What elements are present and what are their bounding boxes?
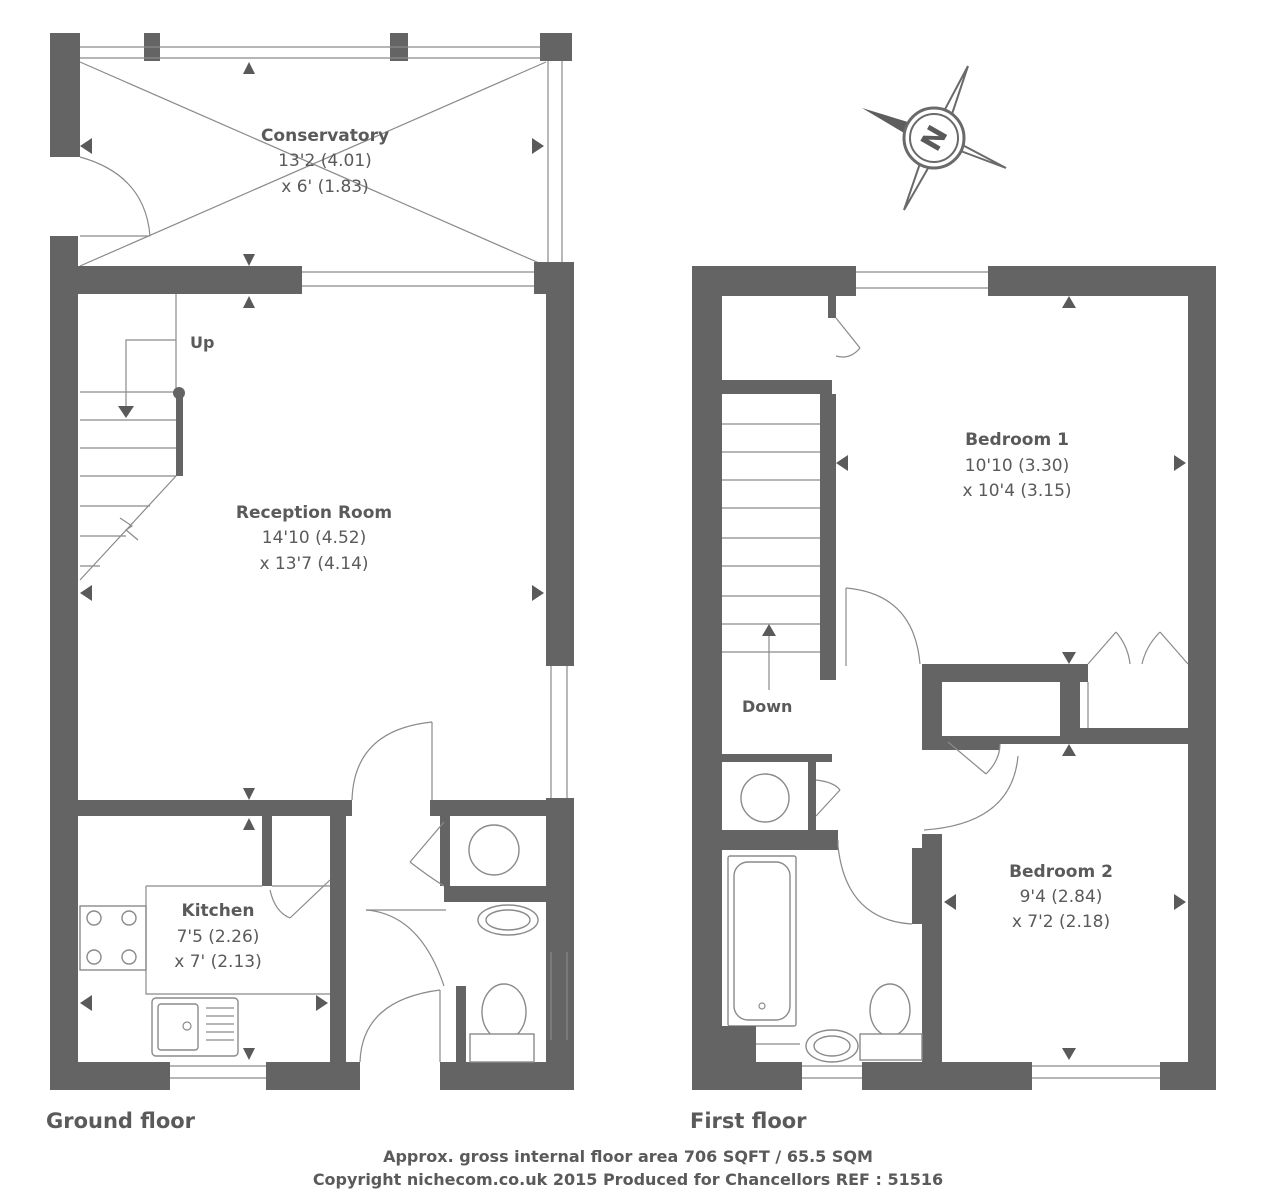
first-floor-plan	[692, 266, 1216, 1090]
stairs-down-label: Down	[742, 697, 792, 716]
wall	[440, 1062, 574, 1090]
wall	[534, 262, 574, 294]
ground-floor-plan	[50, 33, 574, 1090]
conservatory-name: Conservatory	[261, 126, 389, 146]
wall	[922, 834, 942, 1062]
wall	[330, 816, 346, 1062]
wall	[50, 1062, 170, 1090]
wall	[78, 266, 302, 294]
wall	[692, 296, 722, 1090]
bedroom1-dim2: x 10'4 (3.15)	[962, 481, 1071, 501]
wall	[50, 33, 80, 157]
reception-name: Reception Room	[236, 503, 392, 523]
wall	[444, 886, 546, 902]
wall	[912, 848, 922, 924]
wall	[988, 266, 1216, 296]
conservatory-dim2: x 6' (1.83)	[281, 177, 368, 197]
wall	[1160, 1062, 1216, 1090]
wall	[540, 33, 572, 61]
conservatory-dim1: 13'2 (4.01)	[278, 151, 372, 171]
reception-dim2: x 13'7 (4.14)	[259, 554, 368, 574]
first-floor-label: First floor	[690, 1109, 807, 1133]
wall	[828, 296, 836, 318]
ground-floor-label: Ground floor	[46, 1109, 196, 1133]
wall	[922, 682, 942, 750]
wall	[820, 394, 836, 680]
wall	[262, 816, 272, 886]
wall	[942, 736, 1000, 750]
kitchen-dim2: x 7' (2.13)	[174, 952, 261, 972]
wall	[1188, 296, 1216, 1090]
kitchen-dim1: 7'5 (2.26)	[177, 927, 260, 947]
wall	[1060, 728, 1216, 744]
ground-staircase	[79, 294, 185, 581]
wall	[546, 294, 574, 666]
wall	[692, 266, 856, 296]
wall	[1060, 682, 1080, 742]
wall	[546, 798, 574, 1090]
copyright-note: Copyright nichecom.co.uk 2015 Produced f…	[313, 1170, 943, 1189]
bedroom2-dim1: 9'4 (2.84)	[1020, 887, 1103, 907]
stairs-up-label: Up	[190, 333, 214, 352]
wall	[50, 236, 78, 1090]
wall	[692, 1062, 802, 1090]
bedroom1-name: Bedroom 1	[965, 430, 1069, 450]
first-staircase	[722, 423, 820, 690]
wall	[862, 1062, 1032, 1090]
wall	[430, 800, 546, 816]
wall	[722, 380, 832, 394]
compass-rose: N	[862, 65, 1007, 211]
bedroom1-dim1: 10'10 (3.30)	[965, 456, 1069, 476]
wall	[808, 762, 816, 832]
wall	[266, 1062, 360, 1090]
wall	[456, 986, 466, 1062]
reception-dim1: 14'10 (4.52)	[262, 528, 366, 548]
wall	[722, 830, 838, 850]
wall	[1000, 736, 1064, 744]
wall	[78, 800, 352, 816]
wall	[440, 816, 450, 886]
bedroom2-name: Bedroom 2	[1009, 862, 1113, 882]
kitchen-name: Kitchen	[182, 901, 255, 921]
wall	[722, 754, 832, 762]
wall	[922, 664, 1088, 682]
bedroom2-dim2: x 7'2 (2.18)	[1012, 912, 1110, 932]
floor-area-note: Approx. gross internal floor area 706 SQ…	[383, 1147, 873, 1166]
